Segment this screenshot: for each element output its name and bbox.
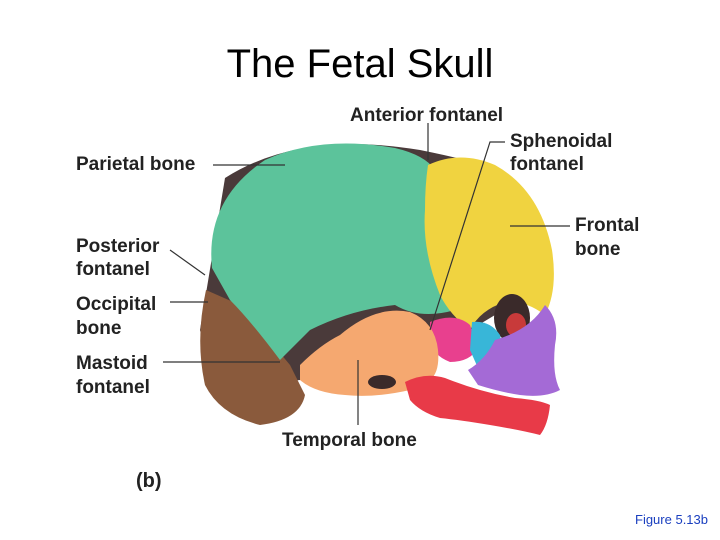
label-temporal-bone: Temporal bone (282, 430, 417, 452)
ear-canal (368, 375, 396, 389)
posterior-fontanel-leader (170, 250, 205, 275)
label-frontal-bone-line1: Frontal (575, 215, 639, 237)
label-occipital-bone-line2: bone (76, 318, 121, 340)
label-mastoid-fontanel-line1: Mastoid (76, 353, 148, 375)
label-parietal-bone: Parietal bone (76, 154, 195, 176)
label-sphenoidal-fontanel-line1: Sphenoidal (510, 131, 612, 153)
panel-label: (b) (136, 470, 162, 493)
label-occipital-bone-line1: Occipital (76, 294, 156, 316)
figure-reference: Figure 5.13b (635, 512, 708, 527)
label-mastoid-fontanel-line2: fontanel (76, 377, 150, 399)
label-frontal-bone-line2: bone (575, 239, 620, 261)
label-posterior-fontanel-line1: Posterior (76, 236, 159, 258)
label-sphenoidal-fontanel-line2: fontanel (510, 154, 584, 176)
label-anterior-fontanel: Anterior fontanel (350, 105, 503, 127)
label-posterior-fontanel-line2: fontanel (76, 259, 150, 281)
